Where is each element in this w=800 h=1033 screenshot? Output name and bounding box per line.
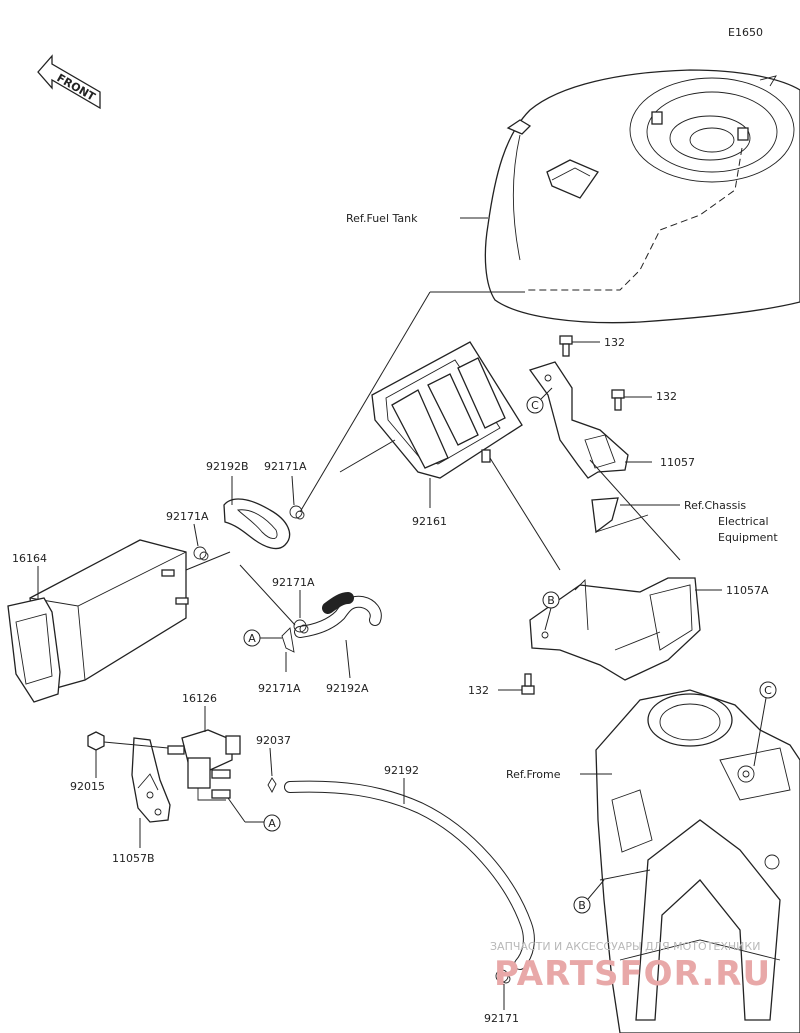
callout-c2: C xyxy=(759,681,777,699)
bracket-11057B-drawing xyxy=(131,737,171,823)
hose-92192A-drawing xyxy=(294,592,382,638)
part-92171A-2-label: 92171A xyxy=(166,510,209,523)
svg-text:B: B xyxy=(547,594,555,607)
part-16164-label: 16164 xyxy=(12,552,47,565)
part-16126-label: 16126 xyxy=(182,692,217,705)
svg-text:A: A xyxy=(248,632,256,645)
frame-drawing xyxy=(595,689,800,1033)
part-92192-label: 92192 xyxy=(384,764,419,777)
ref-chassis-line3: Equipment xyxy=(718,531,778,544)
callout-a2: A xyxy=(263,814,281,832)
clamp-92171A-2 xyxy=(193,546,209,561)
chassis-electrical-drawing xyxy=(591,497,649,534)
part-132-top-label: 132 xyxy=(604,336,625,349)
watermark-line2: PARTSFOR.RU xyxy=(494,954,771,994)
part-92171A-1-label: 92171A xyxy=(264,460,307,473)
part-92015-label: 92015 xyxy=(70,780,105,793)
ref-frame-label: Ref.Frome xyxy=(506,768,561,781)
clamp-92171A-3 xyxy=(293,619,309,634)
watermark-line1: ЗАПЧАСТИ И АКСЕССУАРЫ ДЛЯ МОТОТЕХНИКИ xyxy=(490,940,760,953)
canister-16164-drawing xyxy=(7,539,189,703)
svg-text:B: B xyxy=(578,899,586,912)
valve-16126-drawing xyxy=(167,729,241,801)
nut-92015 xyxy=(87,731,105,751)
clip-92037-drawing xyxy=(267,777,277,793)
clamp-92171A-4 xyxy=(281,627,295,653)
hose-92192-drawing xyxy=(284,780,535,970)
callout-c1: C xyxy=(526,396,544,414)
part-92192A-label: 92192A xyxy=(326,682,369,695)
bolt-132-bot xyxy=(521,673,535,695)
ref-chassis-line1: Ref.Chassis xyxy=(684,499,746,512)
callout-b1: B xyxy=(542,591,560,609)
clamp-92171A-1 xyxy=(289,505,305,520)
bracket-11057-drawing xyxy=(528,361,629,479)
part-11057A-label: 11057A xyxy=(726,584,769,597)
svg-text:C: C xyxy=(764,684,772,697)
ref-fuel-tank-label: Ref.Fuel Tank xyxy=(346,212,418,225)
callout-b2: B xyxy=(573,896,591,914)
clamp-92171-drawing xyxy=(495,969,511,984)
hose-92192B-drawing xyxy=(223,498,291,550)
svg-text:C: C xyxy=(531,399,539,412)
part-92161-label: 92161 xyxy=(412,515,447,528)
part-11057-label: 11057 xyxy=(660,456,695,469)
callout-a1: A xyxy=(243,629,261,647)
part-11057B-label: 11057B xyxy=(112,852,155,865)
part-132-bot-label: 132 xyxy=(468,684,489,697)
part-92171A-4-label: 92171A xyxy=(258,682,301,695)
bracket-11057A-drawing xyxy=(529,577,701,681)
fuel-tank-drawing xyxy=(484,69,800,324)
bolt-132-mid xyxy=(611,389,625,411)
svg-text:A: A xyxy=(268,817,276,830)
part-92192B-label: 92192B xyxy=(206,460,249,473)
ref-chassis-line2: Electrical xyxy=(718,515,769,528)
bolt-132-top xyxy=(559,335,573,357)
part-92171A-3-label: 92171A xyxy=(272,576,315,589)
part-132-mid-label: 132 xyxy=(656,390,677,403)
front-arrow-icon: FRONT xyxy=(37,54,101,110)
part-92171-label: 92171 xyxy=(484,1012,519,1025)
bracket-92161-drawing xyxy=(371,341,523,479)
part-92037-label: 92037 xyxy=(256,734,291,747)
diagram-code: E1650 xyxy=(728,26,763,39)
